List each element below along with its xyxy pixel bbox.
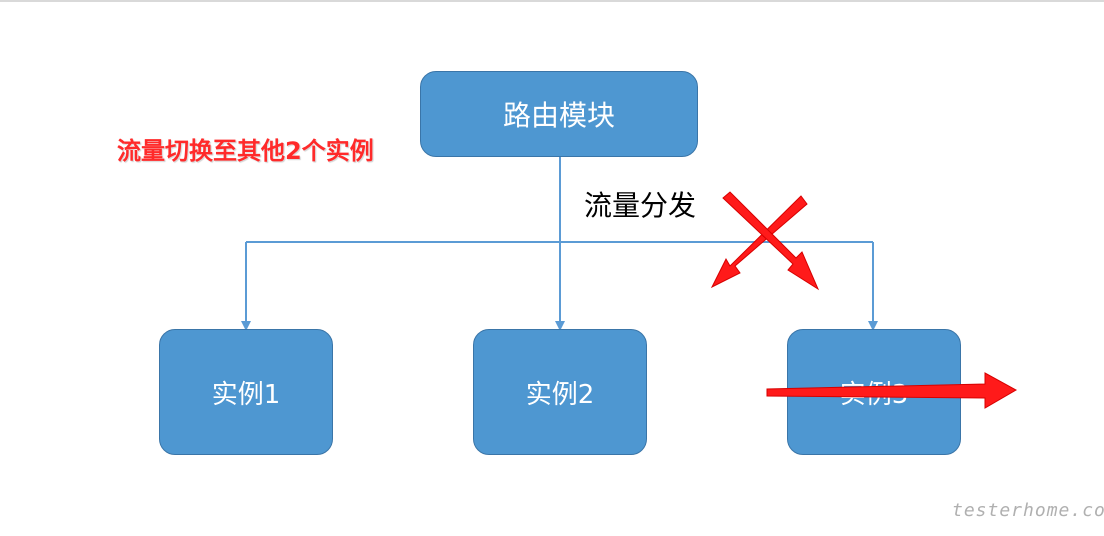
instance-1-box: 实例1: [159, 329, 333, 455]
site-watermark: testerhome.com: [952, 500, 1104, 521]
router-module-label: 路由模块: [502, 99, 615, 132]
cross-arrow-down-right-icon: [722, 191, 820, 291]
instance-2-label: 实例2: [525, 379, 595, 410]
instance-3-label: 实例3: [839, 379, 909, 410]
instance-3-box: 实例3: [787, 329, 961, 455]
instance-2-box: 实例2: [473, 329, 647, 455]
instance-1-label: 实例1: [211, 379, 281, 410]
traffic-distribution-label: 流量分发: [584, 189, 697, 222]
top-border: [0, 0, 1104, 2]
router-module-box: 路由模块: [420, 71, 698, 157]
traffic-switch-note: 流量切换至其他2个实例: [117, 137, 374, 165]
cross-arrow-down-left-icon: [710, 195, 808, 289]
